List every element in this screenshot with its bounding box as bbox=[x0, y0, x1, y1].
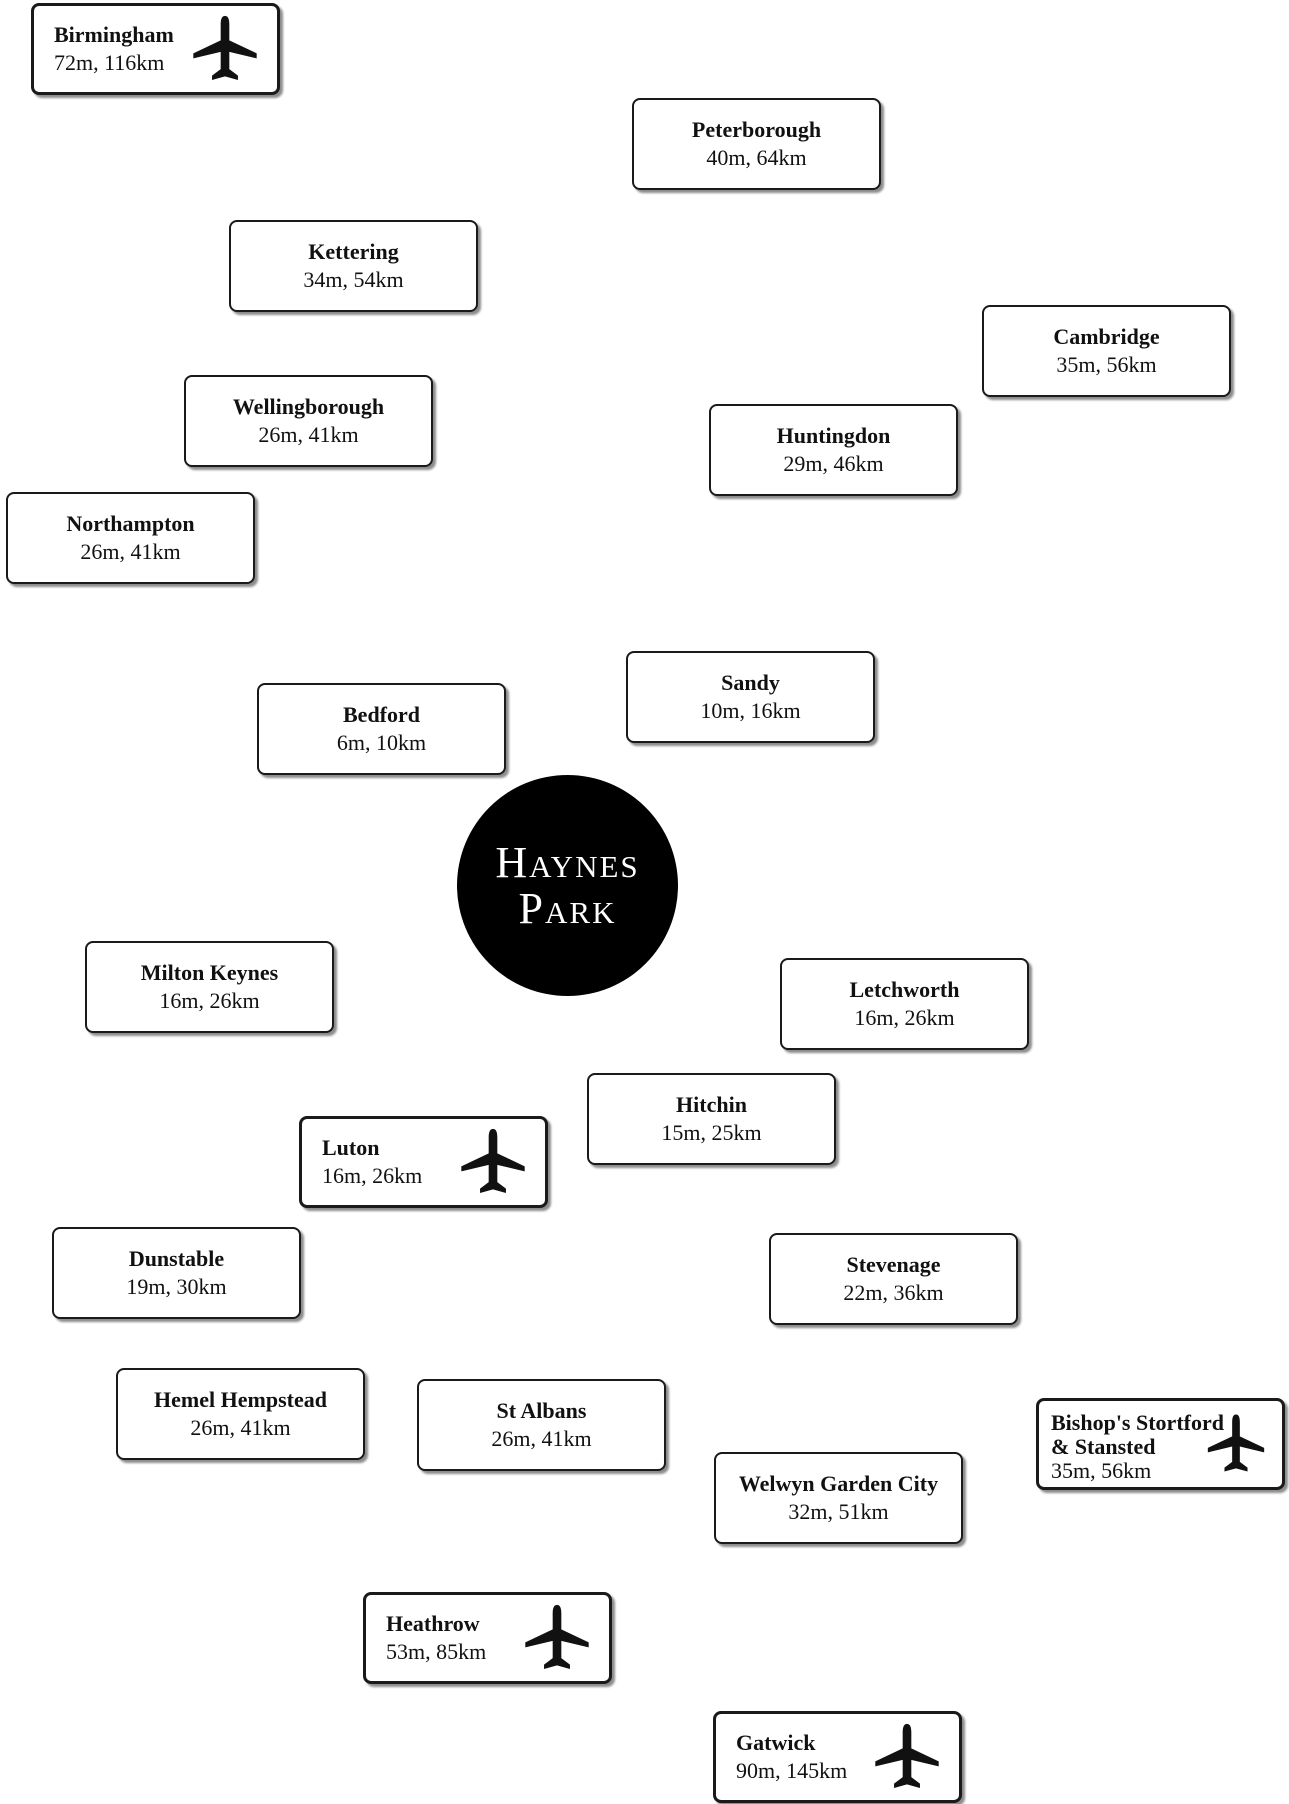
sign-distance: 35m, 56km bbox=[1051, 1458, 1152, 1483]
sign-name: Gatwick bbox=[736, 1730, 816, 1755]
sign-luton: Luton 16m, 26km bbox=[299, 1116, 548, 1208]
sign-name: Heathrow bbox=[386, 1611, 480, 1636]
sign-distance: 34m, 54km bbox=[303, 267, 404, 292]
sign-welwyn-garden-city: Welwyn Garden City 32m, 51km bbox=[714, 1452, 963, 1544]
airplane-icon bbox=[1204, 1412, 1268, 1476]
sign-distance: 6m, 10km bbox=[336, 730, 427, 755]
sign-hemel-hempstead: Hemel Hempstead 26m, 41km bbox=[116, 1368, 365, 1460]
sign-wellingborough: Wellingborough 26m, 41km bbox=[184, 375, 433, 467]
sign-name: Wellingborough bbox=[232, 394, 385, 419]
sign-milton-keynes: Milton Keynes 16m, 26km bbox=[85, 941, 334, 1033]
sign-distance: 72m, 116km bbox=[54, 50, 165, 75]
sign-distance: 10m, 16km bbox=[700, 698, 801, 723]
sign-stevenage: Stevenage 22m, 36km bbox=[769, 1233, 1018, 1325]
airplane-icon bbox=[189, 13, 261, 85]
sign-sandy: Sandy 10m, 16km bbox=[626, 651, 875, 743]
sign-distance: 53m, 85km bbox=[386, 1639, 487, 1664]
sign-distance: 16m, 26km bbox=[322, 1163, 423, 1188]
sign-heathrow: Heathrow 53m, 85km bbox=[363, 1592, 612, 1684]
logo-line-2: Park bbox=[518, 883, 617, 933]
sign-st-albans: St Albans 26m, 41km bbox=[417, 1379, 666, 1471]
sign-distance: 16m, 26km bbox=[159, 988, 260, 1013]
sign-cambridge: Cambridge 35m, 56km bbox=[982, 305, 1231, 397]
sign-name: Sandy bbox=[721, 670, 780, 695]
sign-name: Northampton bbox=[66, 511, 195, 536]
sign-bedford: Bedford 6m, 10km bbox=[257, 683, 506, 775]
sign-distance: 22m, 36km bbox=[843, 1280, 944, 1305]
sign-name-line2: & Stansted bbox=[1051, 1434, 1156, 1459]
sign-bishops-stortford: Bishop's Stortford & Stansted 35m, 56km bbox=[1036, 1398, 1285, 1490]
sign-name: Milton Keynes bbox=[140, 960, 279, 985]
sign-name: Letchworth bbox=[849, 977, 960, 1002]
sign-distance: 26m, 41km bbox=[258, 422, 359, 447]
sign-peterborough: Peterborough 40m, 64km bbox=[632, 98, 881, 190]
sign-name: Cambridge bbox=[1053, 324, 1160, 349]
haynes-park-logo: Haynes Park bbox=[457, 775, 678, 996]
sign-name: St Albans bbox=[496, 1398, 587, 1423]
sign-name: Hemel Hempstead bbox=[154, 1387, 327, 1412]
sign-distance: 26m, 41km bbox=[190, 1415, 291, 1440]
sign-huntingdon: Huntingdon 29m, 46km bbox=[709, 404, 958, 496]
sign-name: Kettering bbox=[308, 239, 399, 264]
airplane-icon bbox=[457, 1126, 529, 1198]
sign-distance: 19m, 30km bbox=[126, 1274, 227, 1299]
airplane-icon bbox=[521, 1602, 593, 1674]
sign-letchworth: Letchworth 16m, 26km bbox=[780, 958, 1029, 1050]
sign-name: Bedford bbox=[343, 702, 420, 727]
sign-name: Peterborough bbox=[691, 117, 822, 142]
sign-name: Hitchin bbox=[676, 1092, 747, 1117]
sign-birmingham: Birmingham 72m, 116km bbox=[31, 3, 280, 95]
sign-distance: 26m, 41km bbox=[80, 539, 181, 564]
sign-name: Luton bbox=[322, 1135, 380, 1160]
sign-distance: 90m, 145km bbox=[736, 1758, 848, 1783]
sign-name: Bishop's Stortford bbox=[1051, 1410, 1224, 1435]
sign-distance: 35m, 56km bbox=[1056, 352, 1157, 377]
sign-distance: 16m, 26km bbox=[854, 1005, 955, 1030]
sign-kettering: Kettering 34m, 54km bbox=[229, 220, 478, 312]
sign-name: Stevenage bbox=[846, 1252, 941, 1277]
sign-name: Birmingham bbox=[54, 22, 174, 47]
sign-distance: 40m, 64km bbox=[706, 145, 807, 170]
logo-line-1: Haynes bbox=[495, 837, 640, 887]
airplane-icon bbox=[871, 1721, 943, 1793]
sign-distance: 32m, 51km bbox=[788, 1499, 889, 1524]
sign-name: Huntingdon bbox=[776, 423, 891, 448]
sign-distance: 26m, 41km bbox=[491, 1426, 592, 1451]
sign-gatwick: Gatwick 90m, 145km bbox=[713, 1711, 962, 1803]
sign-northampton: Northampton 26m, 41km bbox=[6, 492, 255, 584]
sign-distance: 15m, 25km bbox=[661, 1120, 762, 1145]
sign-dunstable: Dunstable 19m, 30km bbox=[52, 1227, 301, 1319]
sign-name: Dunstable bbox=[128, 1246, 225, 1271]
sign-hitchin: Hitchin 15m, 25km bbox=[587, 1073, 836, 1165]
sign-distance: 29m, 46km bbox=[783, 451, 884, 476]
sign-name: Welwyn Garden City bbox=[738, 1471, 939, 1496]
